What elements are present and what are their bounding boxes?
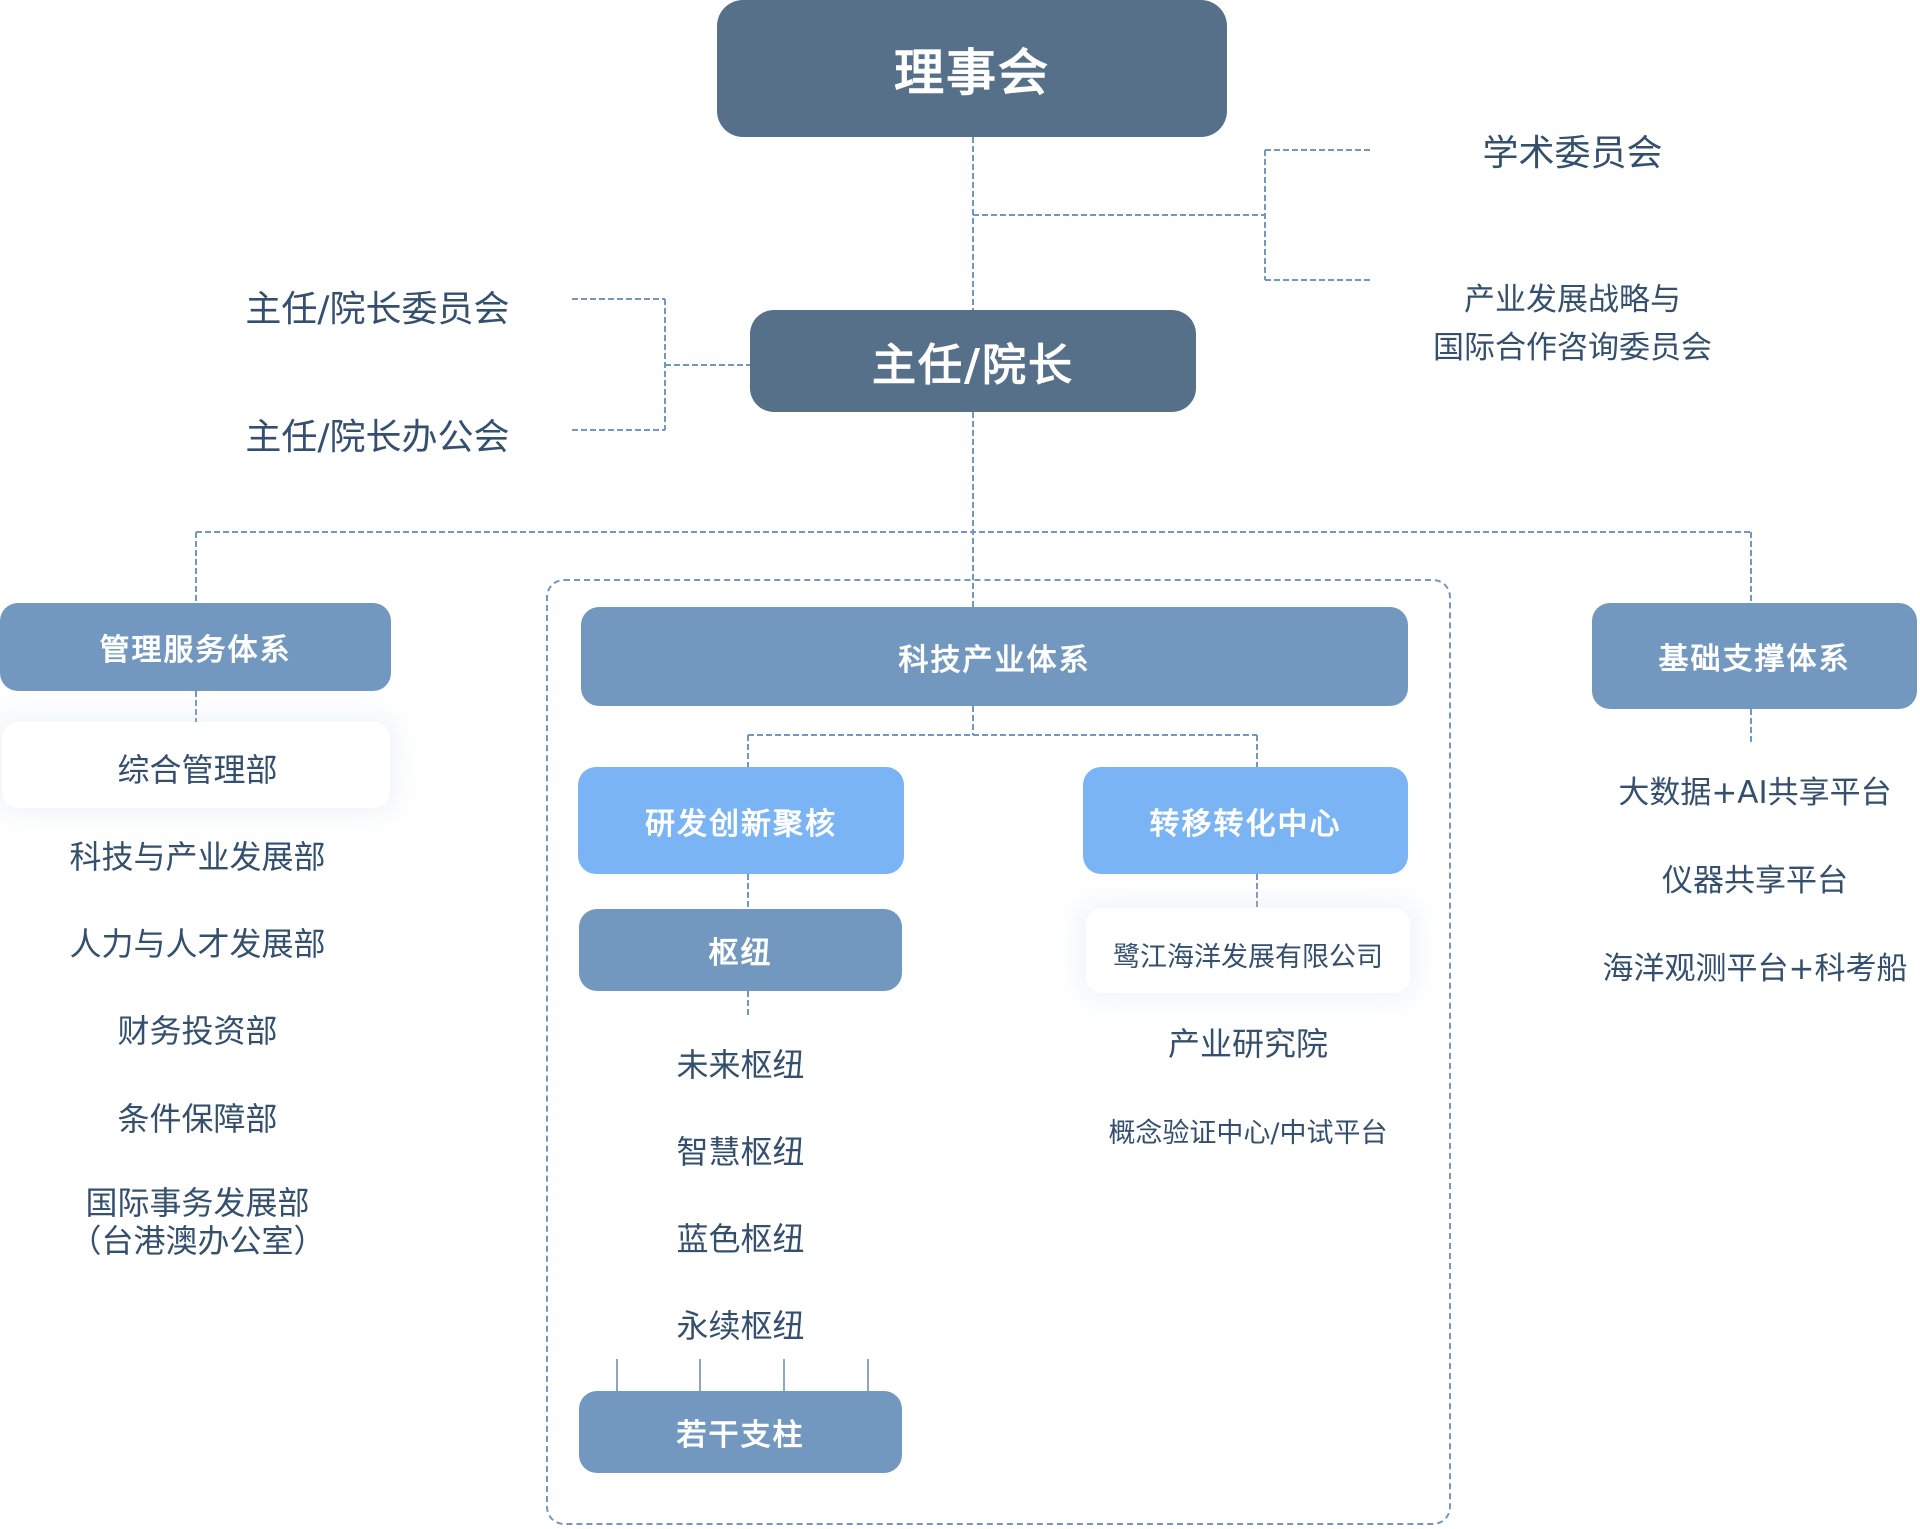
transfer-item[interactable]: 鹭江海洋发展有限公司 [1113,942,1383,973]
hub-item[interactable]: 永续枢纽 [676,1307,805,1345]
director-committee[interactable]: 主任/院长委员会 [245,289,510,330]
infrastructure-label: 基础支撑体系 [1658,642,1851,677]
transfer-item-highlight [1086,908,1410,993]
hub-label: 枢纽 [708,936,773,971]
hub-item[interactable]: 蓝色枢纽 [676,1220,805,1258]
hub-item[interactable]: 未来枢纽 [676,1046,805,1084]
infrastructure-item[interactable]: 海洋观测平台+科考船 [1602,951,1908,987]
rd-core-label: 研发创新聚核 [645,806,837,842]
infrastructure-item[interactable]: 仪器共享平台 [1662,863,1848,899]
management-item[interactable]: 综合管理部 [117,751,278,789]
management-item-highlight [2,722,390,808]
hub-item[interactable]: 智慧枢纽 [676,1133,805,1171]
infrastructure-item[interactable]: 大数据+AI共享平台 [1618,775,1892,811]
management-item[interactable]: 条件保障部 [117,1100,278,1138]
rd-core-node[interactable]: 研发创新聚核 [578,767,904,874]
strategy-committee-line1: 产业发展战略与 [1464,282,1681,318]
pillars-node[interactable]: 若干支柱 [579,1391,902,1473]
strategy-committee-line2: 国际合作咨询委员会 [1433,330,1712,366]
hub-node[interactable]: 枢纽 [579,909,902,991]
management-item[interactable]: 财务投资部 [117,1012,278,1050]
board-node[interactable]: 理事会 [717,0,1227,137]
board-label: 理事会 [894,43,1050,102]
tech-industry-group [546,579,1451,1525]
pillars-label: 若干支柱 [676,1418,805,1453]
director-node[interactable]: 主任/院长 [750,310,1196,412]
strategy-committee[interactable]: 产业发展战略与 国际合作咨询委员会 [1400,276,1745,372]
director-office-meeting[interactable]: 主任/院长办公会 [245,417,510,458]
transfer-item[interactable]: 概念验证中心/中试平台 [1108,1118,1388,1149]
management-item-line2: （台港澳办公室） [69,1222,326,1260]
transfer-center-label: 转移转化中心 [1149,806,1342,842]
tech-industry-node[interactable]: 科技产业体系 [581,607,1408,706]
management-item[interactable]: 人力与人才发展部 [69,925,326,963]
transfer-item[interactable]: 产业研究院 [1167,1025,1328,1063]
management-item[interactable]: 科技与产业发展部 [69,838,326,876]
academic-committee[interactable]: 学术委员会 [1482,133,1663,174]
tech-industry-label: 科技产业体系 [898,642,1091,678]
management-item[interactable]: 国际事务发展部 （台港澳办公室） [0,1184,395,1260]
management-item-line1: 国际事务发展部 [85,1184,310,1222]
management-system-node[interactable]: 管理服务体系 [0,603,391,691]
infrastructure-node[interactable]: 基础支撑体系 [1592,603,1917,709]
management-system-label: 管理服务体系 [99,633,292,668]
transfer-center-node[interactable]: 转移转化中心 [1083,767,1408,874]
director-label: 主任/院长 [871,340,1075,391]
